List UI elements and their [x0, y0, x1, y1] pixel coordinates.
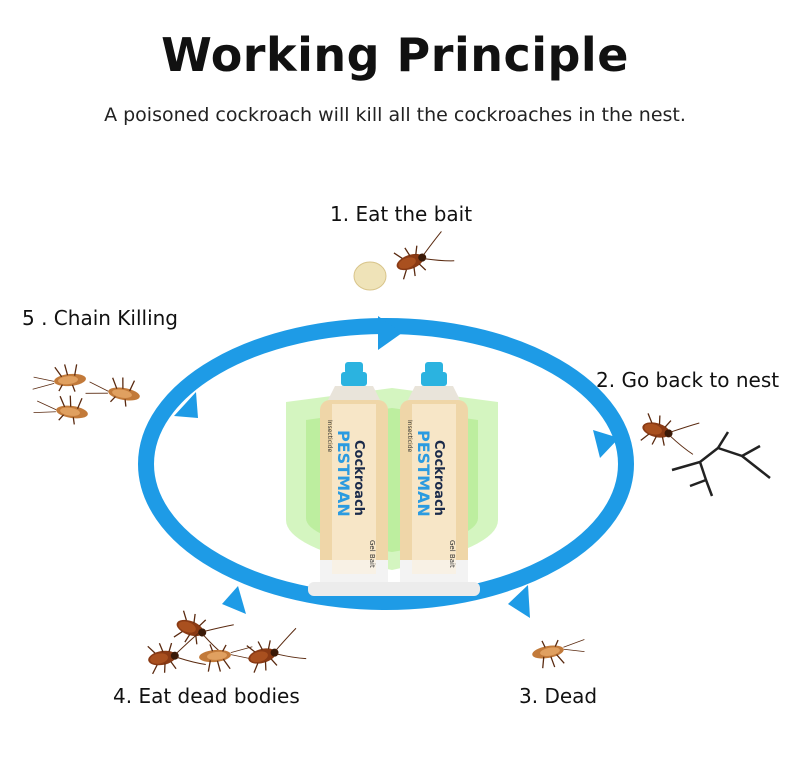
step-eat-bait: 1. Eat the bait — [330, 202, 473, 226]
cockroach-eating-icon — [390, 230, 456, 282]
step-eat-dead: 4. Eat dead bodies — [113, 684, 300, 708]
arrow-left — [174, 392, 198, 418]
syringe-type-left: Gel Bait — [368, 540, 376, 568]
syringe-type-right: Gel Bait — [448, 540, 456, 568]
syringe-name-left: Cockroach — [351, 440, 366, 516]
step-go-back: 2. Go back to nest — [596, 368, 780, 392]
bait-drop — [353, 261, 387, 291]
arrow-bottom-right — [508, 585, 530, 618]
arrow-right — [593, 430, 619, 458]
syringe-brand-left: PESTMAN — [334, 430, 353, 517]
cockroach-returning-icon — [637, 408, 702, 457]
syringe-name-right: Cockroach — [431, 440, 446, 516]
syringe-brand-right: PESTMAN — [414, 430, 433, 517]
page-subtitle: A poisoned cockroach will kill all the c… — [104, 104, 686, 126]
cockroaches-feeding-icon — [144, 605, 308, 676]
page-title: Working Principle — [161, 28, 629, 82]
arrow-bottom-left — [222, 586, 246, 614]
dead-cockroaches-chain-icon — [30, 362, 144, 427]
syringe-small-right: Insecticide — [406, 420, 413, 452]
step-chain-killing: 5 . Chain Killing — [22, 306, 178, 330]
bait-syringe-right — [388, 362, 480, 596]
dead-cockroach-icon — [529, 632, 589, 672]
bait-syringe-left — [308, 362, 400, 596]
step-dead: 3. Dead — [519, 684, 598, 708]
nest-crack-icon — [671, 431, 771, 497]
arrow-top — [378, 316, 402, 350]
syringe-small-left: Insecticide — [326, 420, 333, 452]
